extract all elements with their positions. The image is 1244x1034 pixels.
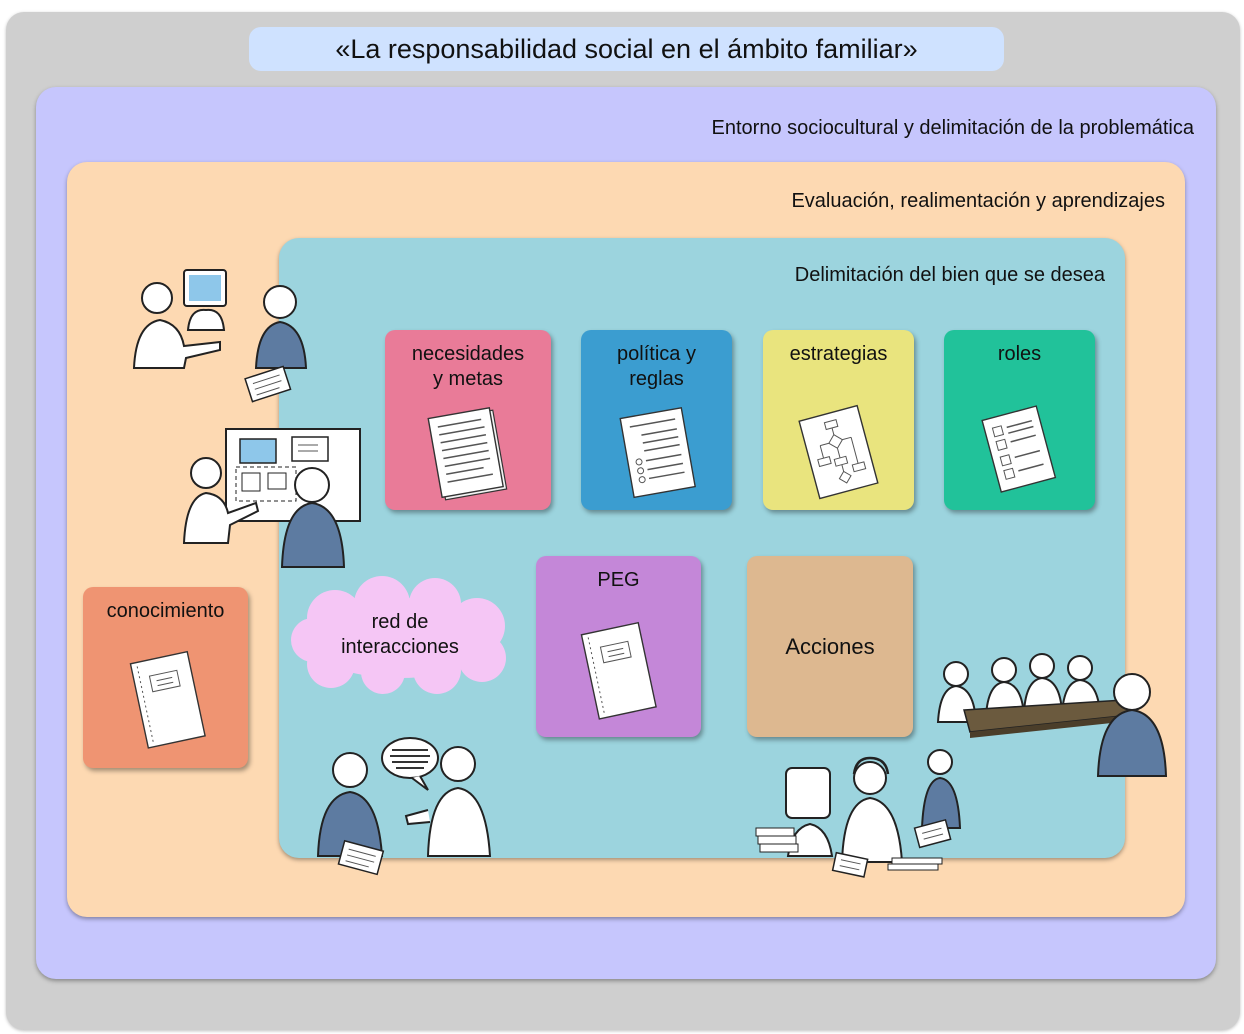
card-acciones: Acciones	[747, 556, 913, 737]
layer-delimitacion-label: Delimitación del bien que se desea	[794, 264, 1105, 286]
conversation-icon	[316, 737, 492, 876]
cloud-label: red de interacciones	[341, 611, 459, 658]
cloud-shape	[291, 576, 506, 694]
document-icon	[619, 406, 696, 499]
card-roles: roles	[944, 330, 1095, 510]
whiteboard-presenter-icon	[182, 428, 361, 568]
card-necesidades-label: necesidades y metas	[411, 343, 525, 390]
diagram-title: «La responsabilidad social en el ámbito …	[249, 27, 1004, 71]
card-estrategias: estrategias	[763, 330, 914, 510]
helpdesk-icon	[755, 749, 962, 878]
cloud-red-interacciones: red de interacciones	[287, 576, 513, 694]
notebook-icon	[580, 621, 657, 720]
card-estrategias-label: estrategias	[789, 343, 888, 365]
card-necesidades: necesidades y metas	[385, 330, 551, 510]
people-at-computer-icon	[132, 269, 308, 403]
flowchart-document-icon	[798, 404, 879, 500]
card-acciones-label: Acciones	[785, 633, 875, 659]
card-peg-label: PEG	[597, 569, 640, 591]
card-conocimiento-label: conocimiento	[106, 600, 225, 622]
layer-entorno-label: Entorno sociocultural y delimitación de …	[711, 117, 1194, 139]
document-icon	[427, 406, 508, 501]
notebook-icon	[129, 650, 206, 749]
layer-evaluacion-label: Evaluación, realimentación y aprendizaje…	[791, 190, 1165, 212]
card-politica: política y reglas	[581, 330, 732, 510]
meeting-table-icon	[936, 653, 1168, 777]
card-conocimiento: conocimiento	[83, 587, 248, 768]
form-document-icon	[981, 405, 1057, 493]
card-peg: PEG	[536, 556, 701, 737]
card-politica-label: política y reglas	[617, 343, 696, 390]
card-roles-label: roles	[997, 343, 1042, 365]
